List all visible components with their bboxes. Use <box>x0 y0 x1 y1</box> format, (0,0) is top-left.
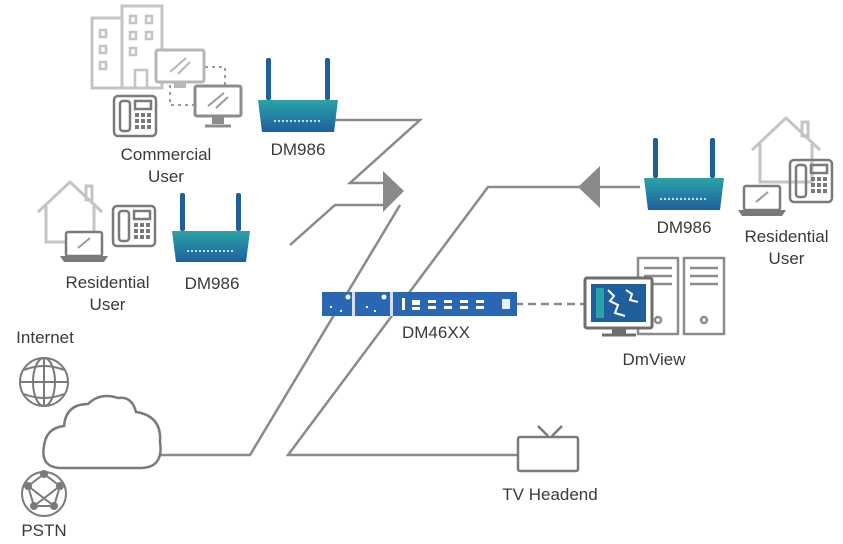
arrow-left-icon <box>578 166 600 208</box>
residential-user-left-label: Residential User <box>45 272 170 316</box>
desk-phone-icon <box>112 94 158 138</box>
internet-label: Internet <box>16 328 74 347</box>
residential-user-left-label-line2: User <box>89 295 126 314</box>
residential-user-left-label-line1: Residential <box>65 273 150 292</box>
pstn-label: PSTN <box>21 521 67 540</box>
house-icon <box>750 115 822 184</box>
commercial-user-label-line1: Commercial <box>120 145 212 164</box>
residential-user-right-label-line1: Residential <box>744 227 829 246</box>
globe-icon <box>19 357 69 407</box>
wifi-router-icon <box>172 193 250 262</box>
building-icon <box>90 4 164 90</box>
trunk-upper <box>155 204 402 457</box>
dm986-left-label: DM986 <box>184 274 240 293</box>
wifi-router-icon <box>644 138 724 210</box>
link-top-router <box>330 118 424 185</box>
dm46xx-label: DM46XX <box>401 323 471 342</box>
wifi-router-icon <box>258 58 338 132</box>
cloud-icon <box>42 394 162 470</box>
monitor-icon <box>583 276 654 337</box>
pstn-network-icon <box>21 470 67 517</box>
dm986-right-label: DM986 <box>656 218 712 237</box>
server-tower-icon <box>682 256 726 336</box>
dmview-label: DmView <box>622 350 686 369</box>
dm986-top-label: DM986 <box>270 140 326 159</box>
residential-user-right-label: Residential User <box>724 226 843 270</box>
tv-headend-label: TV Headend <box>502 485 598 504</box>
link-right-router <box>285 185 640 457</box>
arrow-right-icon <box>383 171 404 212</box>
commercial-user-label: Commercial User <box>101 144 231 188</box>
rack-switch-icon <box>322 292 517 316</box>
desk-phone-icon <box>788 158 834 204</box>
link-left-router <box>289 203 385 246</box>
laptop-icon <box>60 230 108 262</box>
connection-lines <box>155 118 640 457</box>
desk-phone-icon <box>111 204 157 248</box>
commercial-network-dotted <box>169 66 242 106</box>
residential-user-right-label-line2: User <box>768 249 805 268</box>
monitor-icon <box>154 48 206 88</box>
commercial-user-label-line2: User <box>148 167 184 186</box>
laptop-icon <box>738 184 786 216</box>
tv-icon <box>516 425 580 473</box>
monitor-icon <box>193 84 243 128</box>
